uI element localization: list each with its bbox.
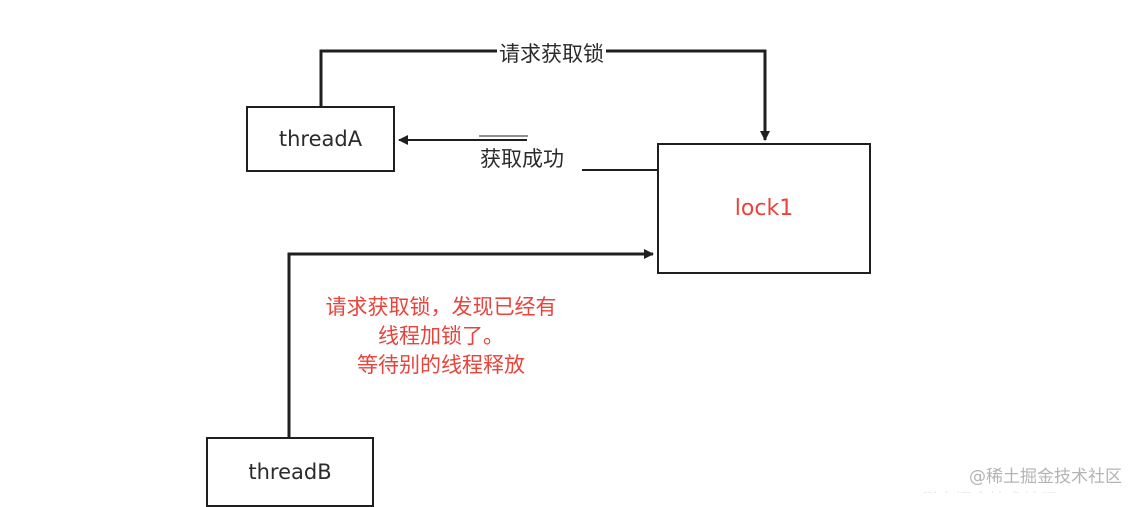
note-line-1: 请求获取锁，发现已经有 [325,295,557,319]
watermark: @稀土掘金技术社区 [969,467,1122,487]
node-threadB[interactable]: threadB [206,437,374,507]
node-lock1[interactable]: lock1 [657,143,871,274]
watermark-faint: 稀土掘金技术社区 [921,486,1136,493]
node-lock1-label: lock1 [734,196,794,221]
connector-layer [287,49,770,437]
note-line-2: 线程加锁了。 [378,324,504,348]
node-threadA[interactable]: threadA [246,106,395,172]
edge-threadB-to-lock1 [287,249,654,437]
node-threadA-label: threadA [278,127,363,151]
node-threadB-label: threadB [248,460,332,484]
threadB-wait-note: 请求获取锁，发现已经有 线程加锁了。 等待别的线程释放 [296,293,586,380]
note-line-3: 等待别的线程释放 [357,353,525,377]
edge-label-request-lock: 请求获取锁 [497,42,606,66]
edge-label-acquire-success: 获取成功 [480,147,564,171]
